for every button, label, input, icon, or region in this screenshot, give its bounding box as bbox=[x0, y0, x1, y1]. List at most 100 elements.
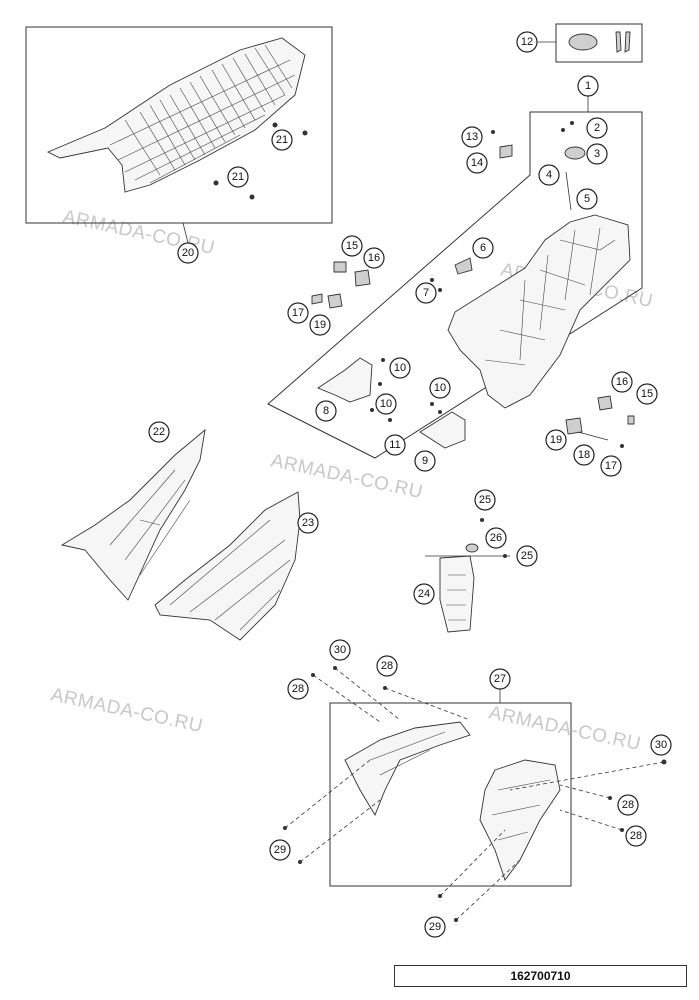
cap-keys-illustration bbox=[615, 31, 631, 53]
callout-28d: 28 bbox=[625, 825, 647, 847]
svg-text:17: 17 bbox=[605, 460, 617, 472]
seat-illustration bbox=[46, 37, 306, 193]
watermark-4: ARMADA-CO.RU bbox=[49, 684, 205, 737]
svg-text:17: 17 bbox=[292, 307, 304, 319]
svg-text:21: 21 bbox=[276, 134, 288, 146]
svg-text:16: 16 bbox=[616, 376, 628, 388]
callout-25b: 25 bbox=[516, 545, 538, 567]
callout-20: 20 bbox=[177, 242, 199, 264]
svg-text:30: 30 bbox=[655, 739, 667, 751]
callout-3: 3 bbox=[586, 143, 608, 165]
svg-text:28: 28 bbox=[630, 830, 642, 842]
callout-28c: 28 bbox=[617, 794, 639, 816]
callout-16b: 16 bbox=[611, 371, 633, 393]
svg-text:5: 5 bbox=[584, 193, 590, 205]
callout-10c: 10 bbox=[429, 377, 451, 399]
callout-14: 14 bbox=[466, 152, 488, 174]
callout-11: 11 bbox=[384, 434, 406, 456]
callout-15b: 15 bbox=[636, 383, 658, 405]
svg-text:18: 18 bbox=[578, 449, 590, 461]
svg-text:15: 15 bbox=[641, 388, 653, 400]
callout-30a: 30 bbox=[329, 639, 351, 661]
item-12-box bbox=[555, 23, 643, 63]
callout-2: 2 bbox=[586, 117, 608, 139]
callout-4: 4 bbox=[538, 164, 560, 186]
svg-text:10: 10 bbox=[394, 362, 406, 374]
svg-text:1: 1 bbox=[585, 80, 591, 92]
svg-text:25: 25 bbox=[521, 550, 533, 562]
svg-text:28: 28 bbox=[292, 683, 304, 695]
svg-text:25: 25 bbox=[479, 494, 491, 506]
svg-text:19: 19 bbox=[314, 319, 326, 331]
svg-text:2: 2 bbox=[594, 122, 600, 134]
fuel-tank-box bbox=[267, 111, 643, 459]
svg-text:24: 24 bbox=[418, 588, 430, 600]
callout-21a: 21 bbox=[271, 129, 293, 151]
callout-24: 24 bbox=[413, 583, 435, 605]
callout-12: 12 bbox=[516, 31, 538, 53]
callout-29a: 29 bbox=[269, 839, 291, 861]
watermark-5: ARMADA-CO.RU bbox=[487, 702, 643, 755]
svg-text:15: 15 bbox=[346, 240, 358, 252]
svg-text:19: 19 bbox=[550, 434, 562, 446]
svg-text:27: 27 bbox=[494, 673, 506, 685]
svg-text:7: 7 bbox=[423, 287, 429, 299]
svg-text:28: 28 bbox=[622, 799, 634, 811]
fairing-right-illustration bbox=[479, 759, 561, 881]
callout-28a: 28 bbox=[376, 655, 398, 677]
callout-17b: 17 bbox=[600, 455, 622, 477]
callout-16a: 16 bbox=[363, 247, 385, 269]
svg-text:21: 21 bbox=[232, 171, 244, 183]
svg-text:14: 14 bbox=[471, 157, 483, 169]
svg-text:29: 29 bbox=[274, 844, 286, 856]
svg-text:12: 12 bbox=[521, 36, 533, 48]
callout-7: 7 bbox=[415, 282, 437, 304]
svg-text:6: 6 bbox=[480, 242, 486, 254]
callout-1: 1 bbox=[577, 75, 599, 97]
seat-frame-box bbox=[25, 26, 333, 224]
svg-text:20: 20 bbox=[182, 247, 194, 259]
callout-27: 27 bbox=[489, 668, 511, 690]
svg-text:11: 11 bbox=[389, 439, 400, 451]
svg-text:3: 3 bbox=[594, 148, 600, 160]
side-shroud-22-illustration bbox=[60, 428, 206, 601]
fuel-cap-illustration bbox=[568, 33, 598, 51]
fuel-tank-illustration bbox=[447, 214, 631, 409]
item-24-illustration bbox=[425, 518, 510, 633]
svg-text:23: 23 bbox=[302, 517, 314, 529]
seat-hardware bbox=[213, 122, 308, 200]
callout-29b: 29 bbox=[424, 916, 446, 938]
callout-30b: 30 bbox=[650, 734, 672, 756]
svg-text:9: 9 bbox=[422, 455, 428, 467]
right-hardware bbox=[565, 395, 635, 448]
callout-21b: 21 bbox=[227, 166, 249, 188]
callout-22: 22 bbox=[148, 421, 170, 443]
callout-10b: 10 bbox=[375, 393, 397, 415]
svg-text:30: 30 bbox=[334, 644, 346, 656]
svg-text:13: 13 bbox=[466, 131, 478, 143]
svg-text:10: 10 bbox=[380, 398, 392, 410]
callout-18: 18 bbox=[573, 444, 595, 466]
callout-9: 9 bbox=[414, 450, 436, 472]
callout-13: 13 bbox=[461, 126, 483, 148]
callout-8: 8 bbox=[315, 400, 337, 422]
drawing-number-label: 162700710 bbox=[394, 965, 687, 987]
svg-text:10: 10 bbox=[434, 382, 446, 394]
svg-text:16: 16 bbox=[368, 252, 380, 264]
svg-text:22: 22 bbox=[153, 426, 165, 438]
callout-5: 5 bbox=[576, 188, 598, 210]
svg-text:29: 29 bbox=[429, 921, 441, 933]
fairing-left-illustration bbox=[344, 721, 471, 817]
fairing-box-27 bbox=[329, 702, 572, 887]
callout-28b: 28 bbox=[287, 678, 309, 700]
side-shroud-23-illustration bbox=[154, 491, 301, 641]
svg-text:8: 8 bbox=[323, 405, 329, 417]
callout-25a: 25 bbox=[474, 489, 496, 511]
tank-hardware bbox=[311, 121, 586, 449]
callout-6: 6 bbox=[472, 237, 494, 259]
callout-26: 26 bbox=[485, 527, 507, 549]
callout-23: 23 bbox=[297, 512, 319, 534]
callout-15a: 15 bbox=[341, 235, 363, 257]
callout-19b: 19 bbox=[545, 429, 567, 451]
